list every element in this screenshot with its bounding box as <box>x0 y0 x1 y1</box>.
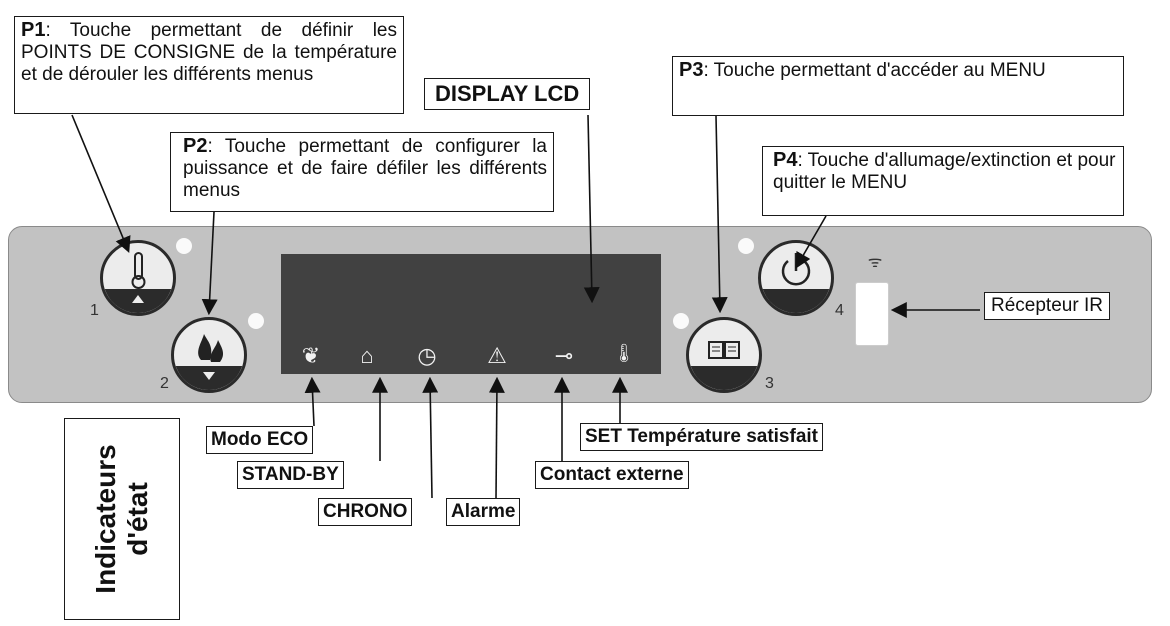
clock-icon: ◷ <box>417 343 437 368</box>
callout-p3: P3: Touche permettant d'accéder au MENU <box>672 56 1124 116</box>
label-set-temperature: SET Température satisfait <box>580 423 824 451</box>
flame-icon <box>198 334 224 380</box>
thermometer-icon <box>131 252 146 303</box>
book-icon <box>708 341 740 359</box>
led-dot <box>738 238 754 254</box>
button-number: 3 <box>765 375 774 392</box>
callout-display-lcd: DISPLAY LCD <box>424 78 591 110</box>
led-dot <box>673 313 689 329</box>
led-dot <box>176 238 192 254</box>
warning-icon: ⚠ <box>487 343 507 368</box>
contact-icon: ⊸ <box>554 343 574 368</box>
button-number: 2 <box>160 375 169 392</box>
wifi-icon: ᯤ <box>867 254 883 271</box>
callout-p1: P1: Touche permettant de définir les POI… <box>14 16 404 114</box>
callout-p2: P2: Touche permettant de configurer la p… <box>170 132 554 212</box>
label-alarme: Alarme <box>446 498 521 526</box>
label-contact-externe: Contact externe <box>535 461 689 489</box>
thermometer-ok-icon: 🌡 <box>612 343 636 363</box>
label-chrono: CHRONO <box>318 498 413 526</box>
standby-icon: ⌂ <box>360 343 374 368</box>
lcd-display <box>281 254 661 374</box>
label-standby: STAND-BY <box>237 461 344 489</box>
led-dot <box>248 313 264 329</box>
callout-p4: P4: Touche d'allumage/extinction et pour… <box>762 146 1124 216</box>
label-modo-eco: Modo ECO <box>206 426 314 454</box>
callout-ir-receiver: Récepteur IR <box>984 292 1110 320</box>
status-indicators-title-box: Indicateurs d'état <box>64 418 180 620</box>
button-number: 1 <box>90 302 99 319</box>
button-number: 4 <box>835 302 844 319</box>
status-indicators-title: Indicateurs d'état <box>90 444 153 594</box>
ir-receiver-window <box>855 282 889 346</box>
button-p2-power-level[interactable] <box>171 317 247 393</box>
power-icon <box>781 253 811 286</box>
button-p4-on-off[interactable] <box>758 240 834 316</box>
eco-icon: ❦ <box>301 343 321 368</box>
button-p3-menu[interactable] <box>686 317 762 393</box>
button-p1-temperature[interactable] <box>100 240 176 316</box>
